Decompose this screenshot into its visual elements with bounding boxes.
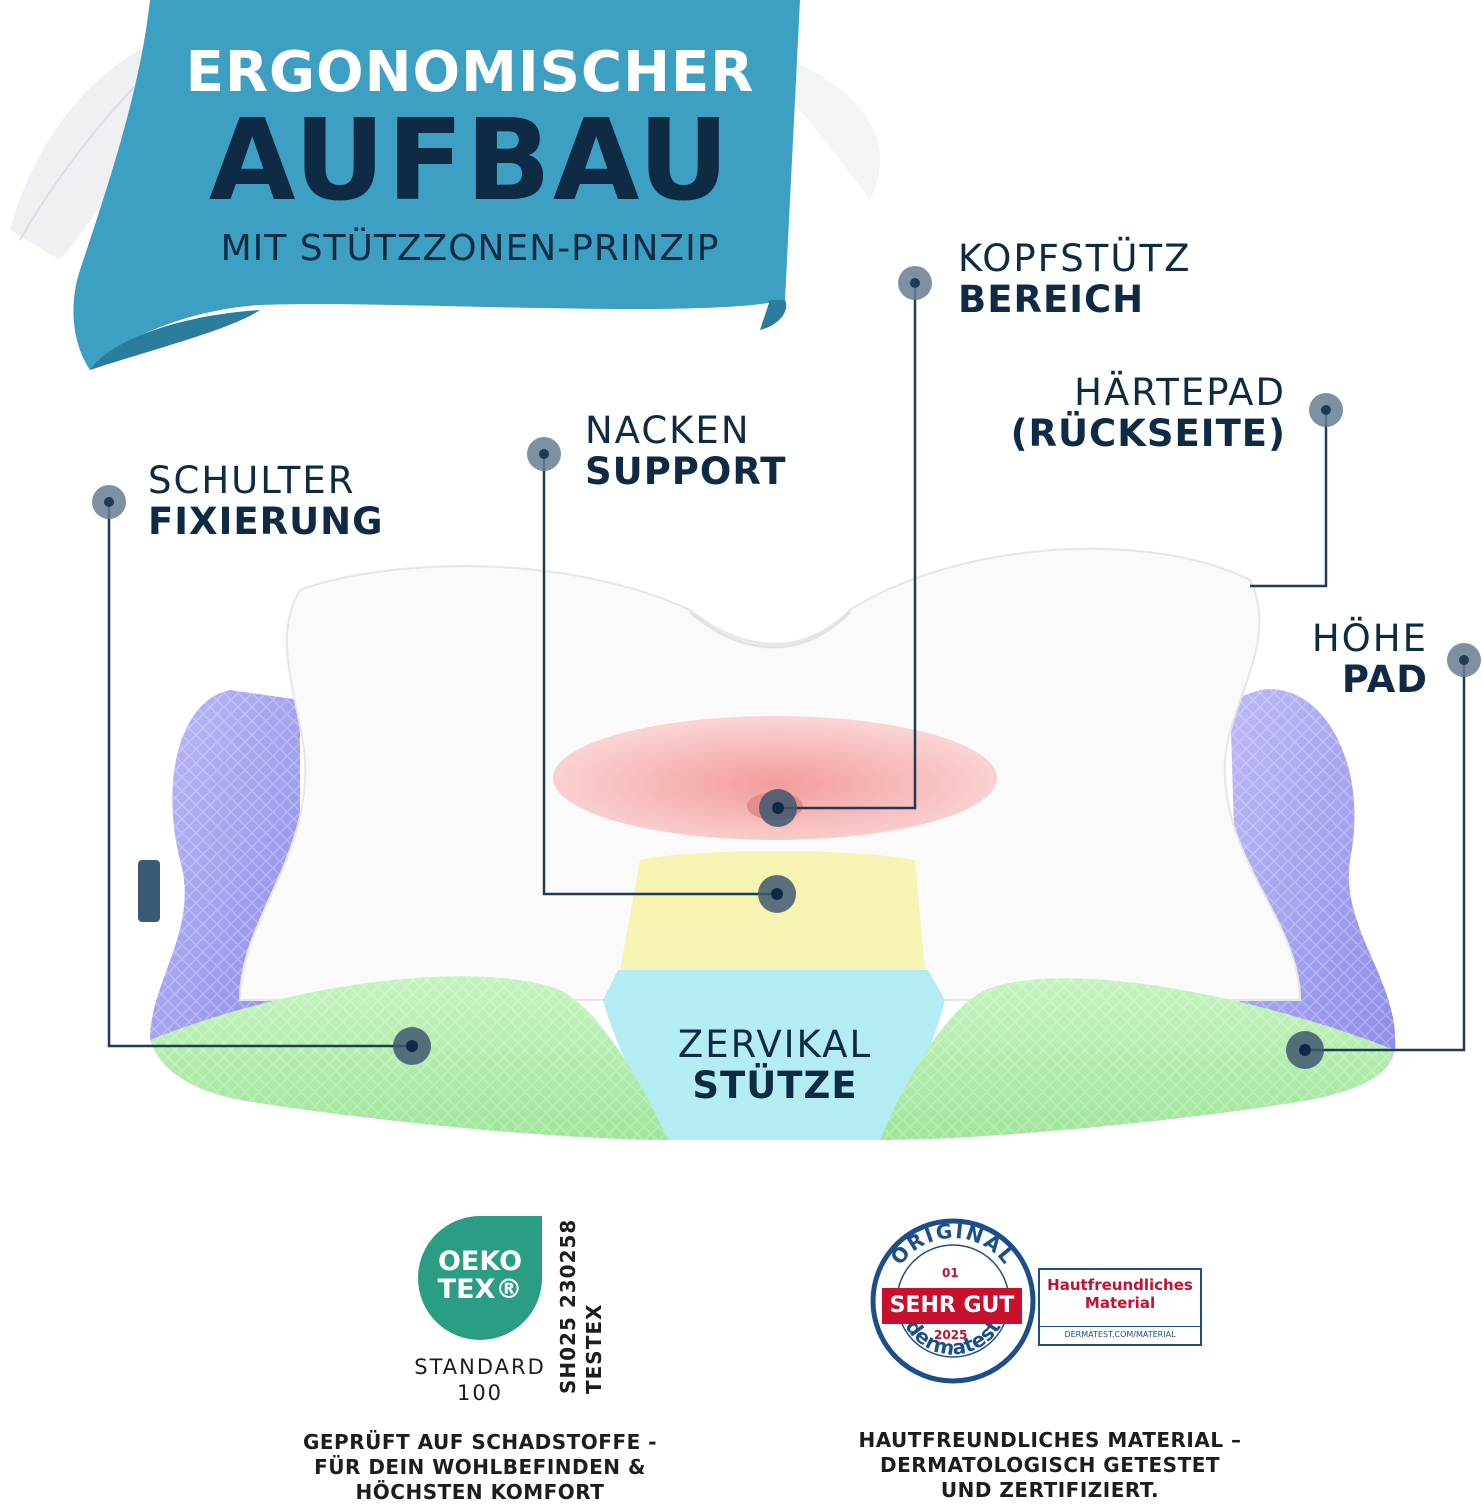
label-nacken: NACKEN SUPPORT [585, 410, 786, 493]
oeko-logo-line1: OEKO [437, 1246, 523, 1277]
label-hoehe: HÖHE PAD [1230, 618, 1428, 701]
label-zervikal-line2: STÜTZE [692, 1064, 858, 1108]
oeko-caption-line3: HÖCHSTEN KOMFORT [355, 1480, 605, 1504]
label-hoehe-line1: HÖHE [1311, 617, 1428, 660]
label-haertepad: HÄRTEPAD (RÜCKSEITE) [960, 372, 1286, 455]
label-kopfstuetz: KOPFSTÜTZ BEREICH [958, 238, 1191, 321]
banner-title-line2: AUFBAU [208, 96, 732, 226]
label-zervikal: ZERVIKAL STÜTZE [640, 1024, 910, 1107]
dermatest-rating: SEHR GUT [882, 1288, 1022, 1324]
label-nacken-line2: SUPPORT [585, 450, 787, 494]
label-kopfstuetz-line2: BEREICH [958, 278, 1145, 322]
dermatest-caption-line1: HAUTFREUNDLICHES MATERIAL – [858, 1428, 1242, 1452]
label-hoehe-line2: PAD [1341, 658, 1428, 702]
zone-cervical [603, 970, 945, 1140]
leader-kopf [778, 283, 917, 810]
zone-shoulder-right [880, 978, 1395, 1140]
oeko-standard-line1: STANDARD [414, 1355, 546, 1379]
dermatest-caption-line3: UND ZERTIFIZIERT. [940, 1478, 1160, 1502]
label-kopfstuetz-line1: KOPFSTÜTZ [958, 237, 1192, 280]
label-zervikal-line1: ZERVIKAL [677, 1023, 873, 1066]
leader-haerte [1250, 410, 1328, 588]
oeko-standard-line2: 100 [456, 1381, 504, 1406]
oeko-caption: GEPRÜFT AUF SCHADSTOFFE - FÜR DEIN WOHLB… [280, 1430, 680, 1505]
oeko-tex-logo [418, 1216, 542, 1340]
dermatest-caption: HAUTFREUNDLICHES MATERIAL – DERMATOLOGIS… [840, 1428, 1260, 1503]
oeko-caption-line2: FÜR DEIN WOHLBEFINDEN & [314, 1455, 646, 1479]
banner-subtitle: MIT STÜTZZONEN-PRINZIP [220, 228, 720, 269]
leader-schulter [107, 502, 412, 1048]
label-schulter: SCHULTER FIXIERUNG [148, 460, 383, 543]
label-haertepad-line2: (RÜCKSEITE) [1010, 412, 1286, 456]
oeko-code-line2: TESTEX [582, 1303, 606, 1394]
oeko-caption-line1: GEPRÜFT AUF SCHADSTOFFE - [302, 1430, 658, 1454]
dermatest-box-text: Hautfreundliches Material [1040, 1276, 1200, 1312]
dermatest-box-line2: Material [1084, 1294, 1156, 1312]
label-schulter-line2: FIXIERUNG [148, 500, 384, 544]
dermatest-box-url: DERMATEST.COM/MATERIAL [1040, 1326, 1200, 1339]
dermatest-caption-line2: DERMATOLOGISCH GETESTET [879, 1453, 1221, 1477]
oeko-tex-logo-text: OEKO TEX® [420, 1246, 540, 1306]
leader-hoehe [1305, 660, 1466, 1052]
dermatest-year-top: 01 [942, 1266, 959, 1280]
label-haertepad-line1: HÄRTEPAD [1074, 371, 1286, 414]
oeko-code-line1: SH025 230258 [556, 1218, 580, 1394]
dermatest-year: 2025 [934, 1328, 968, 1342]
callout-lines [107, 283, 1466, 1052]
oeko-logo-line2: TEX® [437, 1274, 523, 1306]
banner-ribbon [73, 0, 800, 370]
label-schulter-line1: SCHULTER [148, 459, 356, 502]
banner-title-line1: ERGONOMISCHER [185, 40, 755, 105]
dermatest-box: Hautfreundliches Material DERMATEST.COM/… [1038, 1268, 1202, 1346]
oeko-standard: STANDARD 100 [400, 1354, 560, 1407]
dermatest-box-line1: Hautfreundliches [1047, 1276, 1193, 1294]
pillow-tag [138, 860, 160, 922]
label-nacken-line1: NACKEN [585, 409, 751, 452]
leader-nacken [542, 454, 777, 896]
